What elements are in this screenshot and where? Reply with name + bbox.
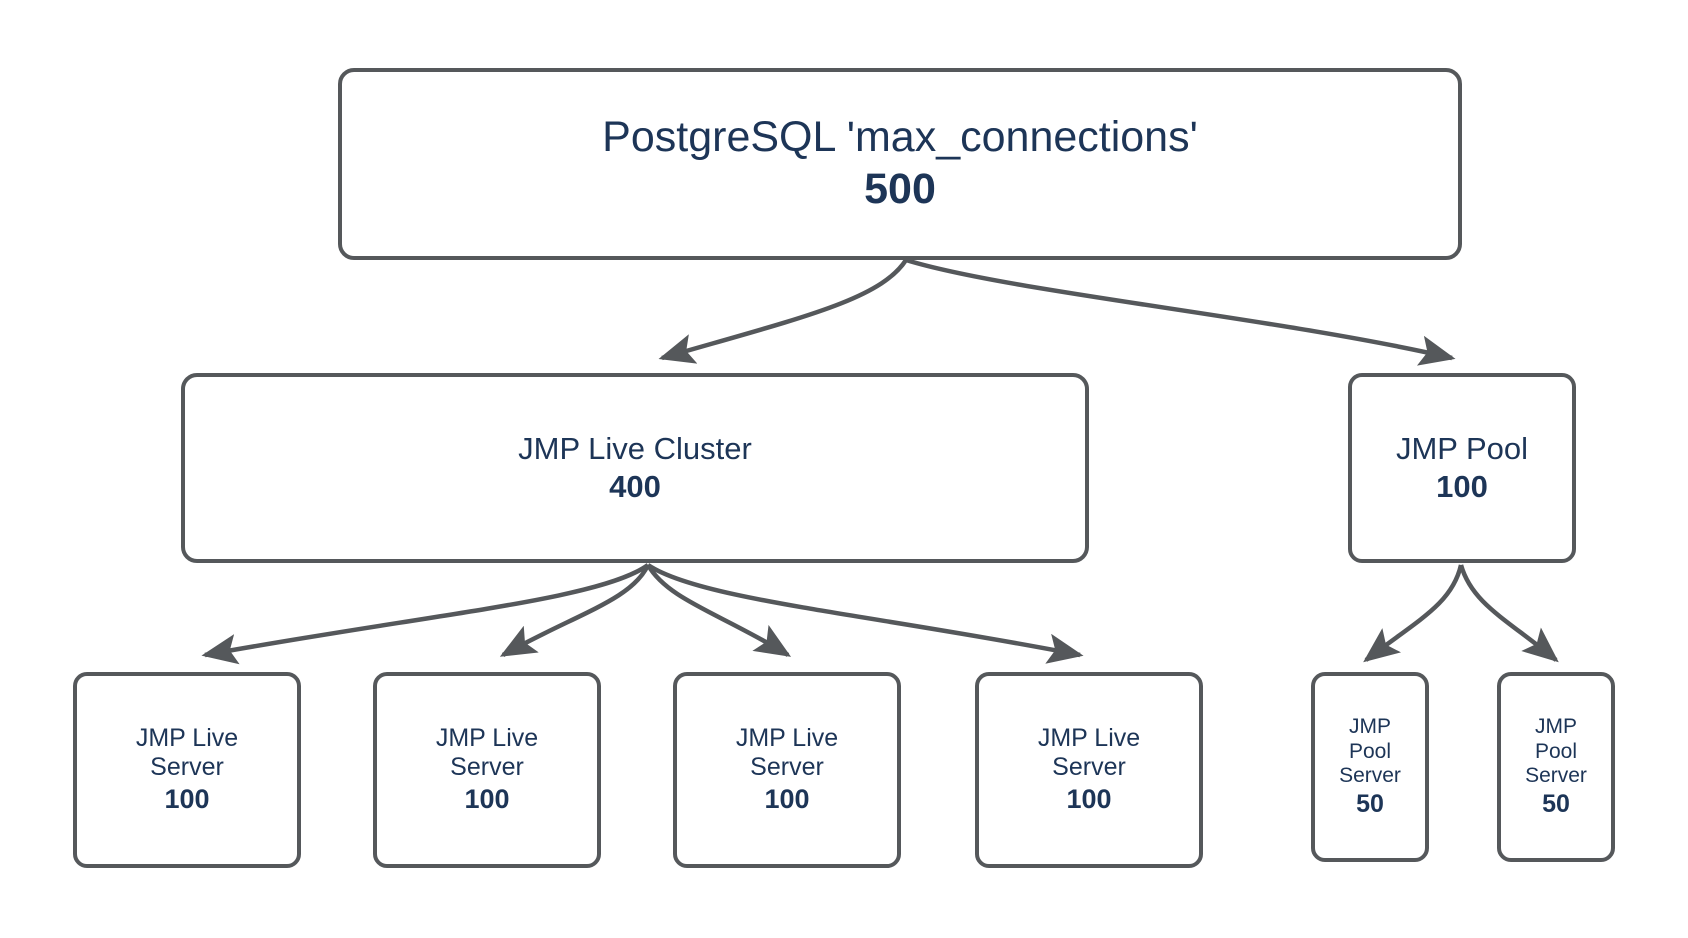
node-root-label: PostgreSQL 'max_connections' — [602, 113, 1198, 162]
node-jmp-live-cluster[interactable]: JMP Live Cluster 400 — [181, 373, 1089, 563]
node-pool-label: JMP Pool — [1395, 431, 1529, 467]
edge-live-cluster-to-server-3 — [646, 563, 1084, 664]
node-live-server-label: JMP Live Server — [1037, 724, 1141, 782]
edge-pool-to-pool-server-1 — [1458, 564, 1559, 663]
node-postgresql-max-connections[interactable]: PostgreSQL 'max_connections' 500 — [338, 68, 1462, 260]
node-jmp-live-server[interactable]: JMP Live Server 100 — [373, 672, 601, 868]
node-live-server-value: 100 — [464, 784, 510, 815]
node-root-value: 500 — [864, 165, 936, 213]
node-live-server-value: 100 — [1066, 784, 1112, 815]
node-live-cluster-label: JMP Live Cluster — [518, 431, 752, 467]
node-live-server-label: JMP Live Server — [435, 724, 539, 782]
node-live-server-value: 100 — [764, 784, 810, 815]
node-jmp-live-server[interactable]: JMP Live Server 100 — [975, 672, 1203, 868]
edge-live-cluster-to-server-2 — [646, 563, 792, 657]
edge-root-to-pool — [905, 257, 1456, 366]
node-live-cluster-value: 400 — [609, 469, 661, 504]
node-pool-server-label: JMP Pool Server — [1339, 715, 1401, 788]
node-pool-server-value: 50 — [1542, 789, 1570, 818]
node-jmp-pool[interactable]: JMP Pool 100 — [1348, 373, 1576, 563]
node-pool-server-value: 50 — [1356, 789, 1384, 818]
edge-pool-to-pool-server-0 — [1363, 564, 1464, 663]
node-pool-server-label: JMP Pool Server — [1525, 715, 1587, 788]
node-jmp-live-server[interactable]: JMP Live Server 100 — [73, 672, 301, 868]
node-jmp-live-server[interactable]: JMP Live Server 100 — [673, 672, 901, 868]
node-live-server-value: 100 — [164, 784, 210, 815]
node-live-server-label: JMP Live Server — [135, 724, 239, 782]
edge-live-cluster-to-server-0 — [201, 563, 650, 665]
node-jmp-pool-server[interactable]: JMP Pool Server 50 — [1497, 672, 1615, 862]
node-jmp-pool-server[interactable]: JMP Pool Server 50 — [1311, 672, 1429, 862]
edge-root-to-live-cluster — [658, 258, 908, 364]
edge-live-cluster-to-server-1 — [499, 564, 651, 657]
node-pool-value: 100 — [1436, 469, 1488, 504]
node-live-server-label: JMP Live Server — [735, 724, 839, 782]
